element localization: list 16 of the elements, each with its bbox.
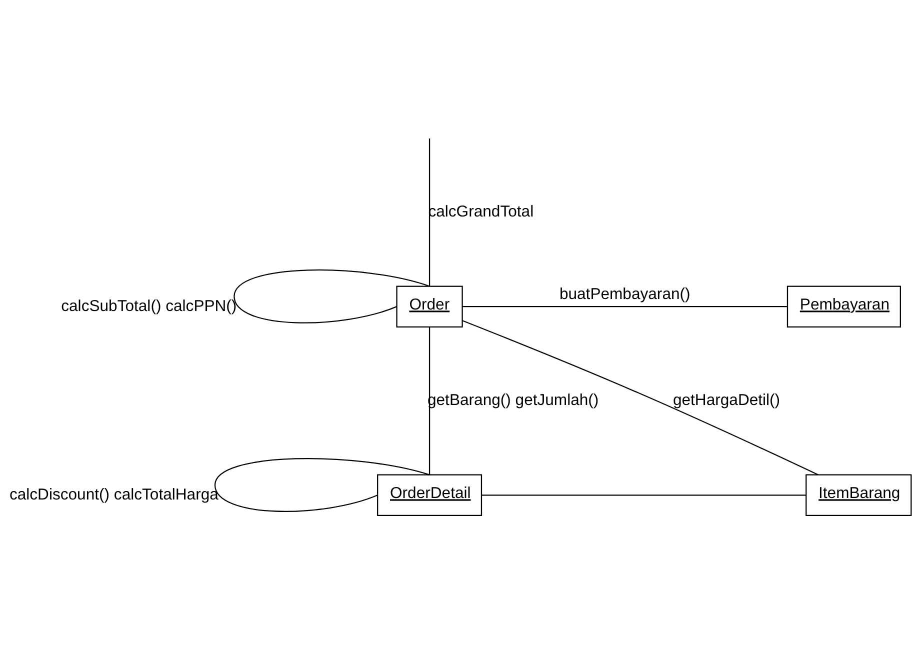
- node-box: Order: [396, 286, 463, 328]
- connector: [234, 270, 430, 324]
- connector: [462, 320, 818, 476]
- connector: [482, 494, 806, 496]
- connector: [462, 306, 788, 308]
- node-box: OrderDetail: [377, 474, 482, 516]
- connector: [428, 138, 430, 286]
- node-box: Pembayaran: [786, 286, 901, 328]
- edge-label: getHargaDetil(): [672, 392, 780, 410]
- edge-label: calcGrandTotal: [428, 203, 534, 220]
- connector: [428, 326, 430, 475]
- connector: [214, 458, 430, 512]
- edge-label: buatPembayaran(): [559, 286, 690, 303]
- edge-label: calcDiscount() calcTotalHarga: [9, 486, 218, 504]
- edge-label: calcSubTotal() calcPPN(): [61, 298, 237, 315]
- node-box: ItemBarang: [806, 474, 912, 516]
